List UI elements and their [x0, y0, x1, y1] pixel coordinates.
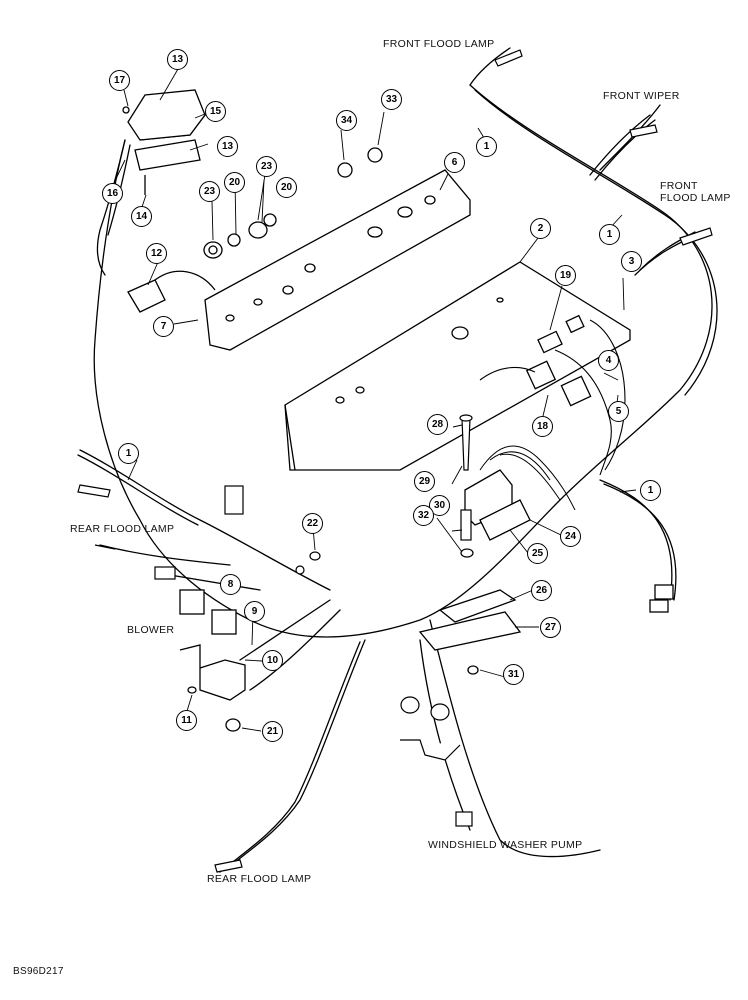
- callout-29: 29: [414, 471, 435, 492]
- callout-14: 14: [131, 206, 152, 227]
- callout-18: 18: [532, 416, 553, 437]
- callout-30: 30: [429, 495, 450, 516]
- callout-4: 4: [598, 350, 619, 371]
- right-harness-branch: [599, 479, 673, 601]
- callout-23-b: 23: [256, 156, 277, 177]
- callout-31: 31: [503, 664, 524, 685]
- callout-6: 6: [444, 152, 465, 173]
- label-front-flood-lamp-right-1: FRONT: [660, 180, 698, 192]
- callout-9: 9: [244, 601, 265, 622]
- callout-19: 19: [555, 265, 576, 286]
- callout-33: 33: [381, 89, 402, 110]
- callout-7: 7: [153, 316, 174, 337]
- callout-28: 28: [427, 414, 448, 435]
- switch-12: [127, 279, 166, 313]
- callout-26: 26: [531, 580, 552, 601]
- label-blower: BLOWER: [127, 624, 175, 636]
- callout-25: 25: [527, 543, 548, 564]
- panel-2: [284, 261, 631, 471]
- relay-8b: [211, 609, 237, 635]
- callout-15: 15: [205, 101, 226, 122]
- callout-22: 22: [302, 513, 323, 534]
- callout-20-a: 20: [224, 172, 245, 193]
- rear-harness-lower: [224, 639, 366, 871]
- rear-harness-left: [79, 449, 331, 591]
- callout-12: 12: [146, 243, 167, 264]
- callout-11: 11: [176, 710, 197, 731]
- callout-13-a: 13: [167, 49, 188, 70]
- relay-8a: [179, 589, 205, 615]
- plate-27: [418, 611, 522, 651]
- callout-20-b: 20: [276, 177, 297, 198]
- label-figure-code: BS96D217: [13, 966, 64, 977]
- main-harness-loop: [93, 84, 713, 638]
- callout-1-a: 1: [476, 136, 497, 157]
- callout-2: 2: [530, 218, 551, 239]
- callout-32: 32: [413, 505, 434, 526]
- bracket-10: [179, 644, 246, 701]
- label-front-flood-lamp-right-2: FLOOD LAMP: [660, 192, 731, 204]
- label-front-wiper: FRONT WIPER: [603, 90, 680, 102]
- callout-1-d: 1: [640, 480, 661, 501]
- callout-24: 24: [560, 526, 581, 547]
- callout-16: 16: [102, 183, 123, 204]
- callout-13-b: 13: [217, 136, 238, 157]
- label-rear-flood-lamp-bottom: REAR FLOOD LAMP: [207, 873, 312, 885]
- callout-8: 8: [220, 574, 241, 595]
- callout-23-a: 23: [199, 181, 220, 202]
- callout-1-c: 1: [118, 443, 139, 464]
- label-windshield-washer-pump: WINDSHIELD WASHER PUMP: [428, 839, 583, 851]
- callout-17: 17: [109, 70, 130, 91]
- callout-27: 27: [540, 617, 561, 638]
- callout-34: 34: [336, 110, 357, 131]
- label-front-flood-lamp-top: FRONT FLOOD LAMP: [383, 38, 495, 50]
- label-rear-flood-lamp-left: REAR FLOOD LAMP: [70, 523, 175, 535]
- callout-5: 5: [608, 401, 629, 422]
- callout-21: 21: [262, 721, 283, 742]
- callout-10: 10: [262, 650, 283, 671]
- plate-26: [438, 589, 517, 623]
- callout-3: 3: [621, 251, 642, 272]
- callout-1-b: 1: [599, 224, 620, 245]
